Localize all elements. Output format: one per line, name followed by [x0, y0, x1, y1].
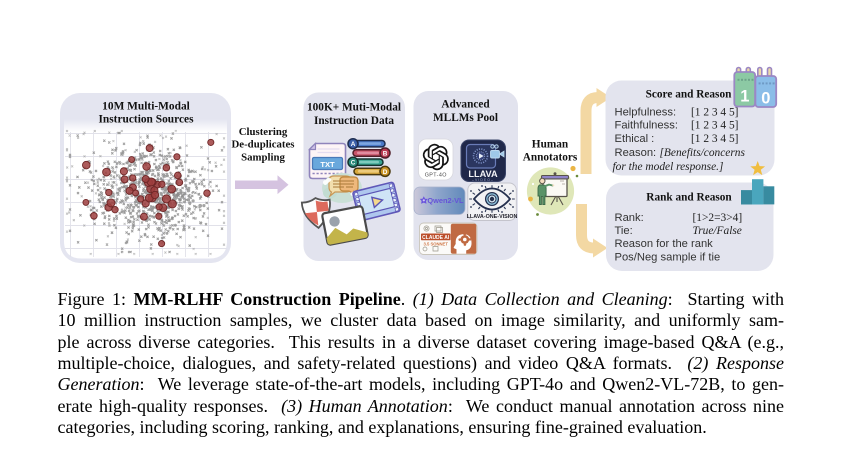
svg-text:LLAVA-ONE-VISION: LLAVA-ONE-VISION	[467, 214, 518, 220]
svg-text:Annotators: Annotators	[523, 152, 578, 164]
svg-text:Tie:: Tie:	[615, 225, 633, 237]
svg-text:10M Multi-Modal: 10M Multi-Modal	[102, 100, 190, 112]
svg-text:Reason:: Reason:	[615, 147, 657, 159]
svg-text:CLAUDE AI: CLAUDE AI	[422, 235, 450, 241]
svg-text:Reason for the rank: Reason for the rank	[615, 238, 714, 250]
svg-text:3.5 SONNET: 3.5 SONNET	[423, 241, 448, 246]
svg-text:Clustering: Clustering	[239, 126, 288, 138]
svg-text:Instruction Data: Instruction Data	[314, 115, 394, 127]
svg-text:De-duplicates: De-duplicates	[232, 139, 295, 151]
svg-text:[1 2 3 4 5]: [1 2 3 4 5]	[691, 107, 738, 119]
svg-text:1: 1	[740, 88, 749, 106]
svg-text:[1>2=3>4]: [1>2=3>4]	[693, 212, 743, 224]
svg-text:100K+ Muti-Modal: 100K+ Muti-Modal	[307, 102, 401, 114]
svg-text:Score and Reason: Score and Reason	[646, 89, 732, 101]
svg-text:Ethical :: Ethical :	[615, 133, 655, 145]
svg-text:Human: Human	[532, 139, 569, 151]
svg-text:Qwen2-VL: Qwen2-VL	[427, 196, 464, 205]
svg-text:Advanced: Advanced	[441, 99, 490, 111]
svg-text:Instruction Sources: Instruction Sources	[98, 114, 194, 126]
svg-text:Rank:: Rank:	[615, 212, 644, 224]
svg-text:B: B	[383, 150, 388, 157]
svg-text:–VIDEO–: –VIDEO–	[472, 178, 494, 182]
svg-text:MLLMs Pool: MLLMs Pool	[433, 112, 498, 124]
svg-text:True/False: True/False	[693, 225, 742, 237]
svg-text:GPT-4O: GPT-4O	[425, 173, 447, 179]
svg-text:Rank and Reason: Rank and Reason	[646, 192, 732, 204]
svg-text:D: D	[383, 169, 388, 176]
svg-text:[Benefits/concerns: [Benefits/concerns	[660, 147, 746, 159]
svg-text:[1 2 3 4 5]: [1 2 3 4 5]	[691, 120, 738, 132]
svg-text:Sampling: Sampling	[241, 152, 285, 164]
svg-text:Pos/Neg sample if tie: Pos/Neg sample if tie	[615, 252, 721, 264]
svg-text:A: A	[351, 141, 356, 148]
svg-text:TXT: TXT	[320, 160, 335, 169]
svg-text:LLAVA: LLAVA	[468, 169, 498, 179]
svg-text:[1 2 3 4 5]: [1 2 3 4 5]	[691, 133, 738, 145]
svg-text:Faithfulness:: Faithfulness:	[615, 120, 678, 132]
svg-text:for the model response.]: for the model response.]	[613, 161, 724, 173]
svg-text:C: C	[351, 160, 356, 167]
svg-text:0: 0	[761, 90, 770, 108]
svg-text:Helpfulness:: Helpfulness:	[615, 107, 677, 119]
